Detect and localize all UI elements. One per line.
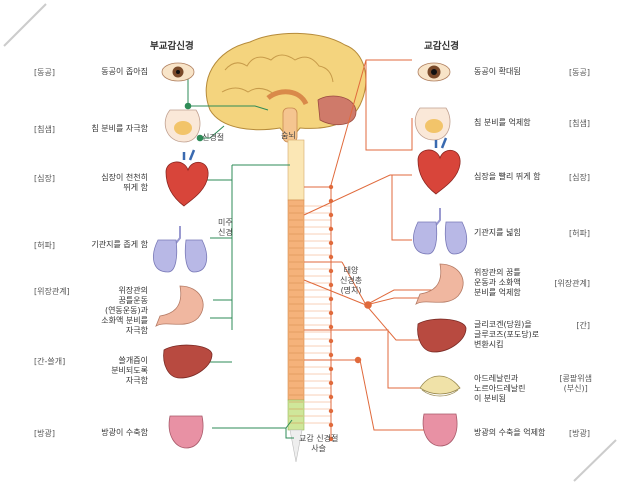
left-effect-bladder: 방광이 수축함	[101, 428, 148, 437]
left-effect-lungs: 기관지를 좁게 함	[91, 240, 148, 249]
sympathetic-chain-nodes	[328, 184, 334, 442]
right-tag-salivary: [침샘]	[569, 119, 590, 128]
left-effect-gi: 위장관의 꿈틀운동 (연동운동)과 소화액 분비를 자극함	[101, 286, 148, 335]
sympathetic-pathways	[303, 59, 432, 431]
right-tag-gi: [위장관계]	[554, 279, 590, 288]
left-tag-liver-gallbladder: [간-쓸개]	[34, 357, 66, 366]
solar-plexus-label: 태양 신경총 (명치)	[340, 266, 363, 295]
left-salivary-gland-icon	[164, 109, 201, 143]
right-salivary-gland-icon	[414, 107, 451, 141]
left-effect-salivary: 침 분비를 자극함	[91, 124, 148, 133]
sympathetic-chain-node	[328, 422, 334, 428]
right-liver-icon	[417, 318, 467, 353]
parasympathetic-header: 부교감신경	[150, 41, 194, 52]
left-heart-icon	[165, 149, 209, 207]
sympathetic-chain-node	[328, 212, 334, 218]
right-bladder-icon	[422, 413, 458, 447]
right-effect-salivary: 침 분비를 억제함	[474, 118, 531, 127]
right-effect-adrenal: 아드레날린과 노르아드레날린 이 분비됨	[474, 374, 526, 403]
sympathetic-chain-node	[328, 324, 334, 330]
sympathetic-chain-node	[328, 240, 334, 246]
right-adrenal-icon	[419, 375, 461, 397]
right-stomach-icon	[415, 263, 464, 305]
brain-illustration	[205, 32, 367, 143]
sympathetic-chain-node	[328, 296, 334, 302]
sympathetic-chain-node	[328, 338, 334, 344]
right-heart-icon	[417, 137, 461, 195]
right-tag-lungs: [허파]	[569, 229, 590, 238]
right-effect-liver: 글리코겐(당원)을 글루코즈(포도당)로 변환시킴	[474, 320, 540, 349]
ganglion-label: 신경절	[202, 133, 225, 142]
right-effect-gi: 위장관의 꿈틀 운동과 소화액 분비를 억제함	[474, 268, 521, 297]
sympathetic-chain-node	[328, 366, 334, 372]
sympathetic-chain-node	[328, 310, 334, 316]
sympathetic-chain-node	[328, 394, 334, 400]
corner-decoration	[3, 3, 47, 47]
sympathetic-chain-node	[328, 352, 334, 358]
left-tag-pupil: [동공]	[34, 68, 55, 77]
corner-decoration	[573, 439, 617, 482]
left-tag-salivary: [침샘]	[34, 125, 55, 134]
right-tag-heart: [심장]	[569, 173, 590, 182]
left-effect-pupil: 동공이 좁아짐	[101, 67, 148, 76]
right-effect-heart: 심장을 빨리 뛰게 함	[474, 172, 541, 181]
sympathetic-chain-node	[328, 226, 334, 232]
celiac-ganglion	[364, 301, 372, 309]
right-effect-pupil: 동공이 확대됨	[474, 67, 521, 76]
right-tag-adrenal: [콩팥위샘 (부신)]	[559, 374, 592, 393]
left-eye-icon	[161, 62, 195, 82]
right-eye-icon	[417, 62, 451, 82]
left-effect-liver-gallbladder: 쓸개즙이 분비되도록 자극함	[111, 356, 148, 385]
right-effect-lungs: 기관지를 넓힘	[474, 228, 521, 237]
sympathetic-chain-label: 교감 신경절 사슬	[299, 434, 339, 453]
right-effect-bladder: 방광의 수축을 억제함	[474, 428, 546, 437]
sympathetic-chain-node	[328, 436, 334, 442]
sympathetic-header: 교감신경	[424, 41, 459, 52]
sympathetic-chain-node	[328, 254, 334, 260]
sympathetic-chain-node	[328, 282, 334, 288]
sympathetic-chain-node	[328, 408, 334, 414]
left-stomach-icon	[155, 285, 204, 327]
ciliary-ganglion	[184, 102, 192, 110]
left-bladder-icon	[168, 415, 204, 449]
left-tag-gi: [위장관계]	[34, 287, 70, 296]
left-tag-heart: [심장]	[34, 174, 55, 183]
left-lungs-icon	[153, 226, 208, 273]
otic-ganglion	[196, 134, 204, 142]
spinal-cord	[287, 139, 305, 463]
mesenteric-ganglion	[354, 356, 362, 364]
left-effect-heart: 심장이 천천히 뛰게 함	[101, 173, 148, 192]
right-tag-liver: [간]	[576, 321, 590, 330]
right-tag-bladder: [방광]	[569, 429, 590, 438]
left-liver-icon	[163, 344, 213, 379]
sympathetic-chain-node	[328, 380, 334, 386]
brainstem-label: 숨뇌	[281, 131, 296, 140]
sympathetic-chain-node	[328, 268, 334, 274]
left-tag-lungs: [허파]	[34, 241, 55, 250]
left-tag-bladder: [방광]	[34, 429, 55, 438]
vagus-nerve-label: 미주 신경	[218, 218, 233, 237]
right-tag-pupil: [동공]	[569, 68, 590, 77]
right-lungs-icon	[413, 208, 468, 255]
